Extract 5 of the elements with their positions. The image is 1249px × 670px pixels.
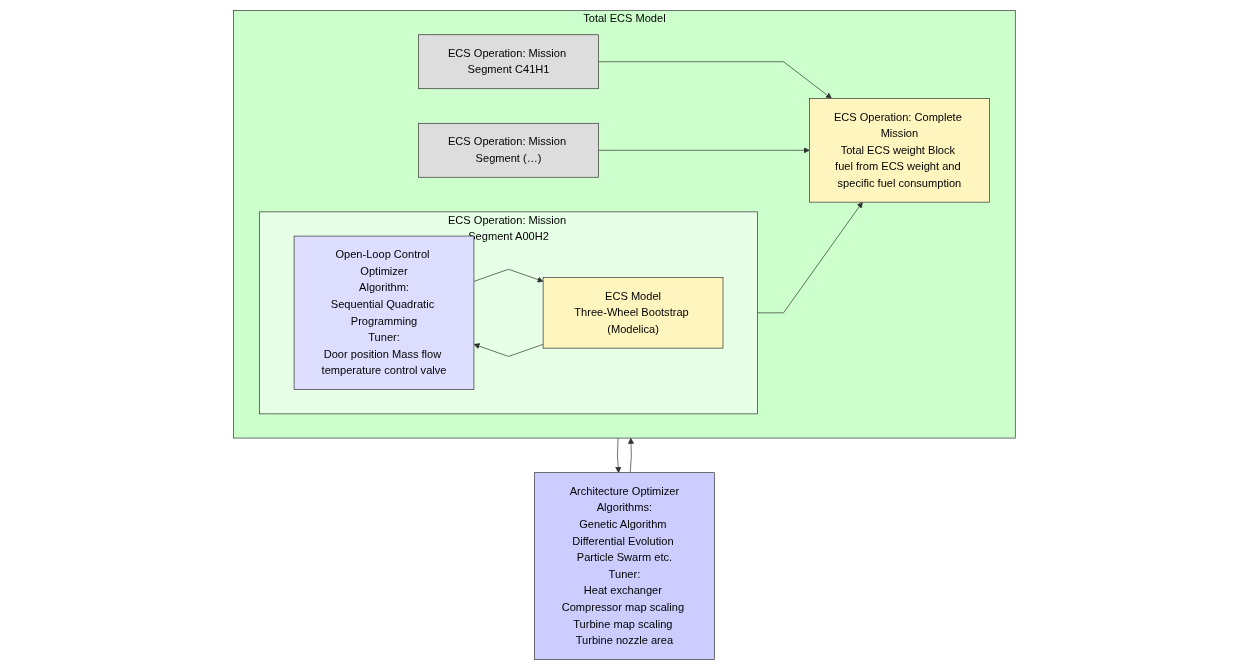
node-box: ECS Operation: Mission Segment C41H1 — [418, 34, 599, 90]
node-box: ECS Operation: Mission Segment (…) — [418, 122, 599, 178]
node-box: ECS Model Three-Wheel Bootstrap (Modelica) — [542, 277, 724, 349]
node-box: Architecture Optimizer Algorithms: Genetic Algorithm Differential Evolution Particle Swarm etc. Tuner: Heat exchanger Compressor map scaling Turbine map scaling Turbine nozzle area — [534, 472, 715, 660]
node-box: ECS Operation: Complete Mission Total ECS weight Block fuel from ECS weight and specific fuel consumption — [809, 98, 990, 203]
